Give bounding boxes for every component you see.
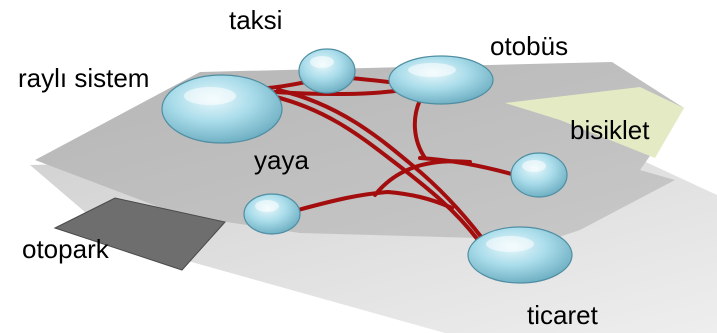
node-highlights [184,56,546,252]
link-cross [373,159,472,197]
label-otobus: otobüs [490,31,569,61]
highlight-ticaret [486,236,534,252]
label-bisiklet: bisiklet [570,115,650,145]
parking-area [53,197,226,271]
link-rail-ticaret-b [276,88,484,240]
node-rayli-sistem [161,74,283,144]
highlight-right [522,160,546,172]
node-ticaret [467,226,573,284]
label-yaya: yaya [254,145,309,175]
bike-zone [505,87,684,158]
label-otopark: otopark [22,234,109,264]
label-ticaret: ticaret [527,300,598,330]
node-yaya [243,193,301,235]
highlight-taksi [310,56,334,68]
link-yaya [296,189,454,212]
connection-links [266,76,517,242]
node-taksi [298,48,356,94]
link-bus-down [412,98,427,160]
highlight-rayli [184,87,236,105]
label-taksi: taksi [229,5,283,35]
label-rayli-sistem: raylı sistem [18,63,150,93]
node-otobus [388,55,494,105]
highlight-yaya [255,200,279,212]
node-right [510,152,568,198]
link-rail-ticaret-a [270,94,480,242]
highlight-otobus [408,63,456,77]
